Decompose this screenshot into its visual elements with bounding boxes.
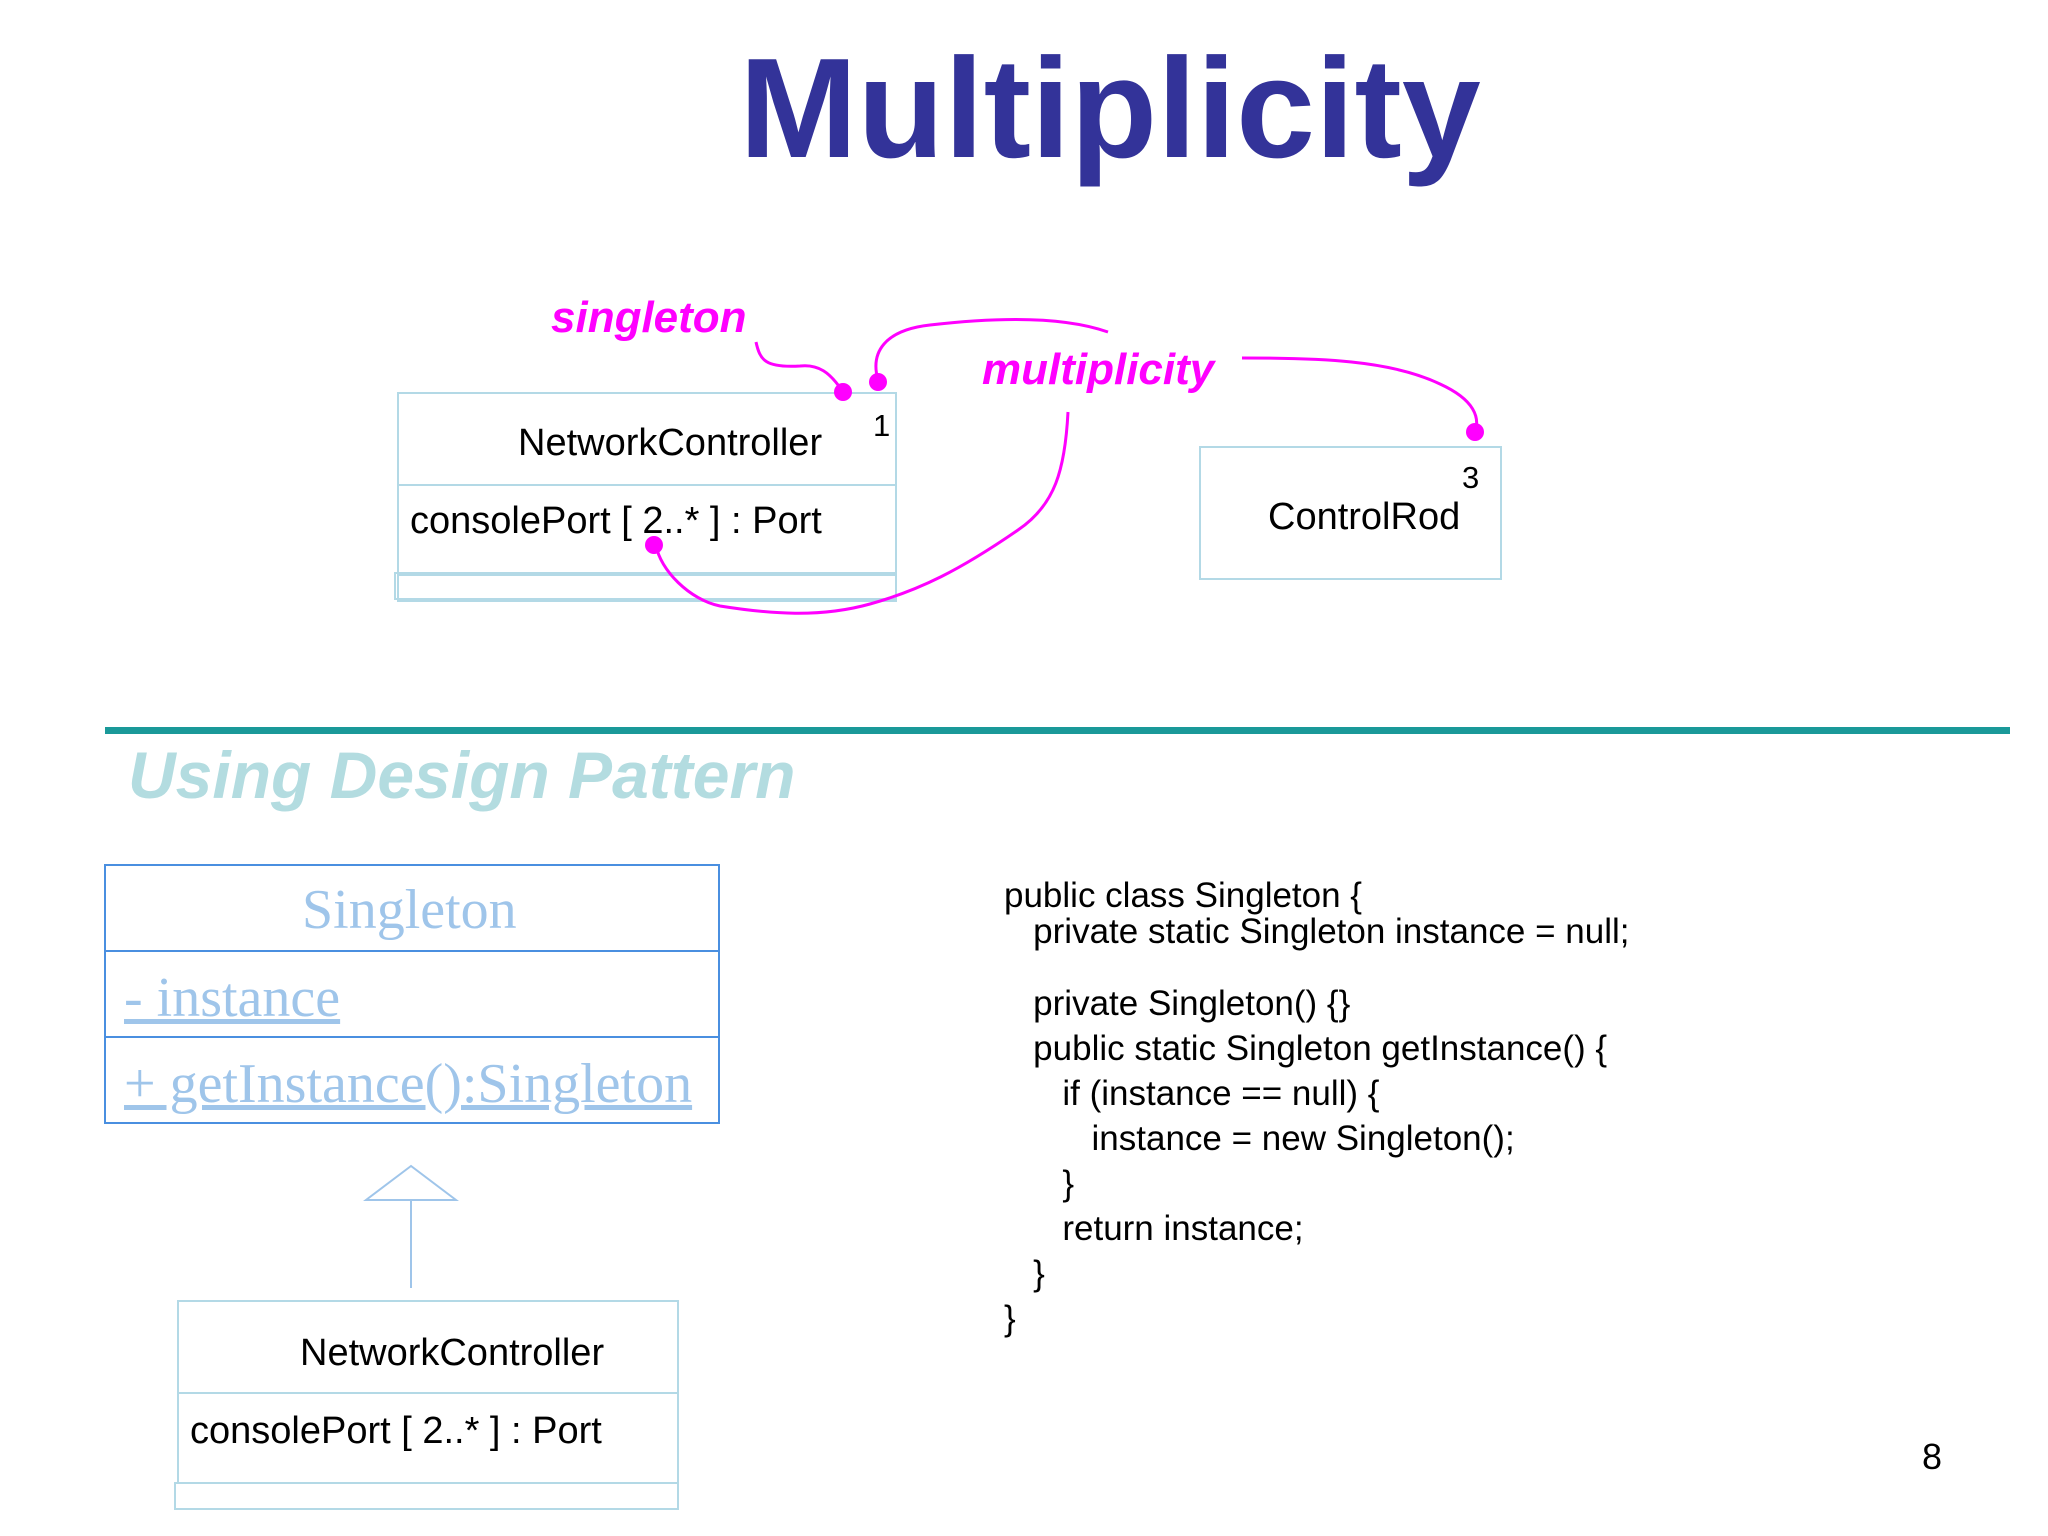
bottom-network-controller-shadow-bar	[174, 1482, 679, 1510]
code-line: }	[1004, 1299, 1016, 1338]
code-line: return instance;	[1004, 1209, 1304, 1248]
class-divider	[399, 484, 895, 486]
bottom-network-controller-name: NetworkController	[300, 1332, 605, 1374]
page-title: Multiplicity	[739, 29, 1481, 188]
multiplicity-callout-to-one	[874, 317, 1109, 381]
class-divider	[106, 1036, 718, 1038]
control-rod-class	[1199, 446, 1502, 580]
network-controller-name: NetworkController	[518, 422, 823, 464]
callout-dot-one	[869, 373, 887, 391]
callout-dot-range	[645, 536, 663, 554]
singleton-class-name: Singleton	[302, 879, 517, 941]
bottom-network-controller-class	[177, 1300, 679, 1484]
code-line: public class Singleton {	[1004, 876, 1362, 915]
control-rod-multiplicity: 3	[1462, 460, 1480, 495]
page-number: 8	[1922, 1436, 1943, 1477]
singleton-method: + getInstance():Singleton	[124, 1053, 693, 1115]
singleton-callout-line	[754, 341, 845, 393]
network-controller-shadow-bar	[394, 572, 897, 600]
multiplicity-annotation: multiplicity	[982, 345, 1215, 394]
singleton-attribute: - instance	[124, 967, 341, 1029]
callout-dot-singleton	[834, 383, 852, 401]
code-line: private static Singleton instance = null…	[1004, 912, 1630, 951]
callout-dots	[645, 373, 1484, 554]
singleton-annotation: singleton	[551, 293, 747, 342]
multiplicity-callout-to-three	[1241, 356, 1479, 433]
section-heading: Using Design Pattern	[128, 738, 796, 812]
code-line: }	[1004, 1254, 1045, 1293]
code-line: }	[1004, 1164, 1075, 1203]
control-rod-name: ControlRod	[1268, 496, 1461, 538]
code-line: public static Singleton getInstance() {	[1004, 1029, 1608, 1068]
class-divider	[179, 1392, 677, 1394]
network-controller-multiplicity: 1	[873, 408, 891, 443]
bottom-network-controller-attribute: consolePort [ 2..* ] : Port	[190, 1410, 602, 1452]
callout-lines	[654, 317, 1479, 615]
class-divider	[106, 950, 718, 952]
class-divider	[399, 574, 895, 576]
inheritance-triangle	[363, 1164, 459, 1201]
network-controller-attribute: consolePort [ 2..* ] : Port	[410, 500, 822, 542]
section-divider	[105, 727, 2010, 734]
singleton-class	[104, 864, 720, 1124]
code-line: private Singleton() {}	[1004, 984, 1351, 1023]
callout-dot-three	[1466, 423, 1484, 441]
multiplicity-callout-to-range	[654, 411, 1070, 615]
code-line: instance = new Singleton();	[1004, 1119, 1515, 1158]
code-line: if (instance == null) {	[1004, 1074, 1380, 1113]
network-controller-class	[397, 392, 897, 602]
